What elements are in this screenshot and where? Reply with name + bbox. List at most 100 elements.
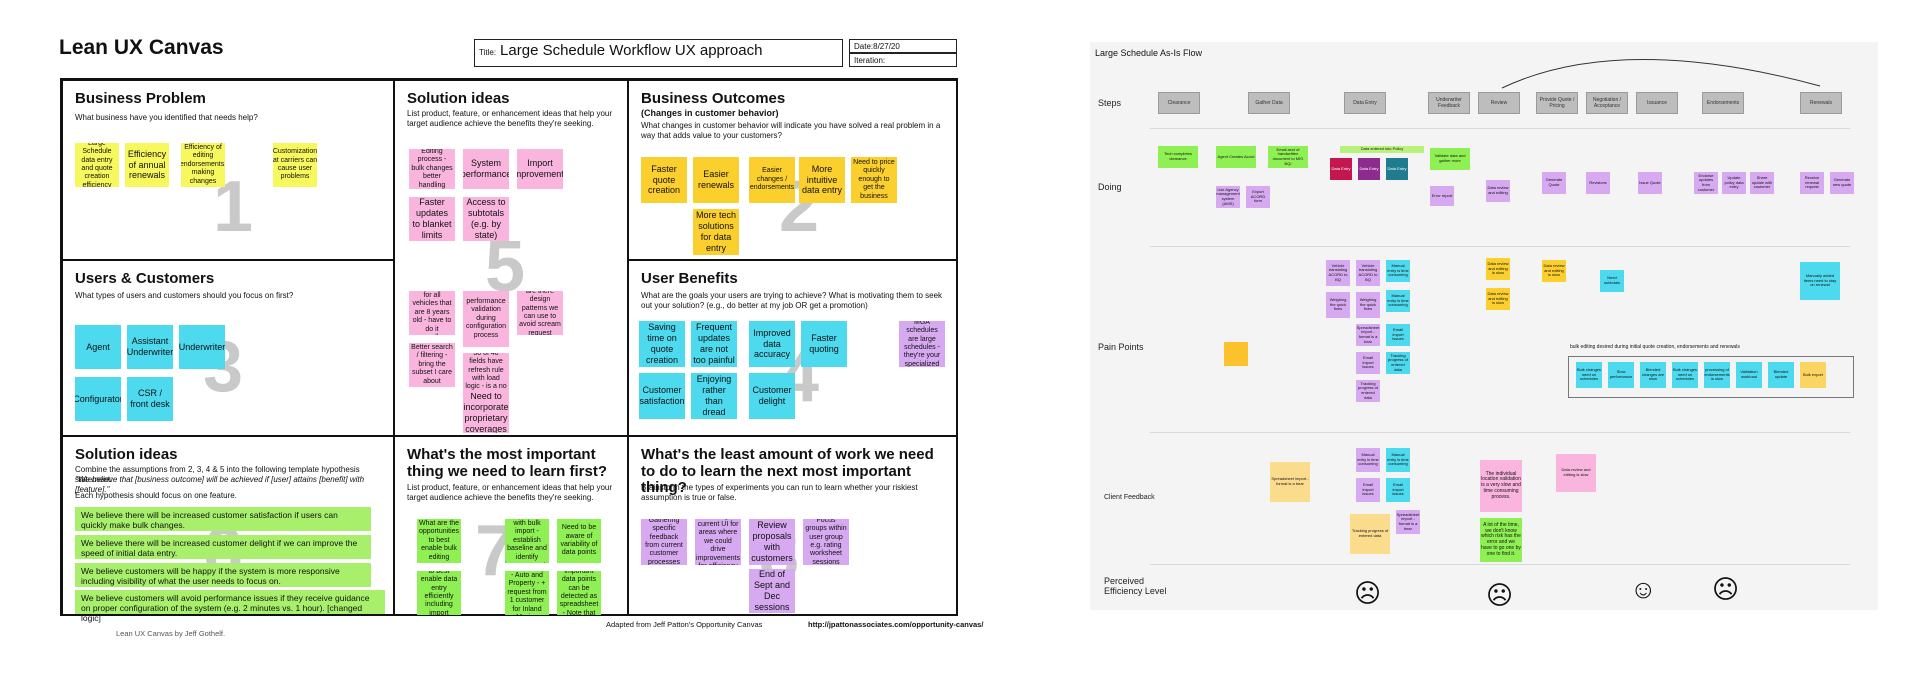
- sticky-note[interactable]: Saving time on quote creation: [639, 321, 685, 367]
- flow-sticky[interactable]: Generate new quote: [1830, 172, 1854, 194]
- flow-sticky[interactable]: Manual entry is time consuming: [1386, 290, 1410, 312]
- flow-sticky[interactable]: Error report: [1430, 186, 1454, 206]
- sticky-note[interactable]: System performance: [463, 149, 509, 189]
- sticky-note[interactable]: 30 of 40 fields have refresh rule with l…: [463, 353, 509, 397]
- flow-sticky[interactable]: Manual entry is time consuming: [1356, 448, 1380, 472]
- sticky-note[interactable]: Large Schedule data entry and quote crea…: [75, 143, 119, 187]
- sticky-note[interactable]: Smart import - not supported but key imp…: [557, 571, 601, 615]
- flow-sticky[interactable]: Data Entry: [1330, 158, 1352, 180]
- date-field[interactable]: Date:8/27/20: [849, 39, 957, 53]
- sticky-note[interactable]: Better search / filtering - bring the su…: [409, 343, 455, 387]
- flow-sticky[interactable]: Manually added items need to stay on ren…: [1800, 262, 1840, 300]
- flow-sticky[interactable]: Data review and editing is slow: [1542, 260, 1566, 282]
- flow-sticky[interactable]: Tech completes clearance: [1158, 146, 1198, 168]
- sticky-note[interactable]: Customer delight: [749, 373, 795, 419]
- sticky-note[interactable]: performance validation during configurat…: [463, 291, 509, 347]
- flow-sticky[interactable]: Data review and editing: [1486, 180, 1510, 202]
- sticky-note[interactable]: Customer satisfaction: [639, 373, 685, 419]
- flow-sticky[interactable]: Bulk changes need on schedules: [1672, 362, 1698, 388]
- feedback-sticky[interactable]: A lot of the time, we don't know which r…: [1480, 518, 1522, 562]
- sticky-note[interactable]: which LOBs - Auto and Property - + reque…: [505, 571, 549, 615]
- sticky-note[interactable]: Enjoying rather than dread: [691, 373, 737, 419]
- flow-sticky[interactable]: Vehicle translating ACORD to BQ: [1356, 260, 1380, 286]
- sticky-note[interactable]: to best enable data entry efficiently in…: [417, 571, 461, 615]
- feedback-sticky[interactable]: The individual location validation is a …: [1480, 460, 1522, 512]
- hypothesis-note[interactable]: We believe customers will avoid performa…: [75, 590, 385, 623]
- sticky-note[interactable]: Need to price quickly enough to get the …: [851, 157, 897, 203]
- sticky-note[interactable]: Need to incorporate proprietary coverage…: [463, 393, 509, 433]
- flow-sticky[interactable]: Agent Creates Acord: [1216, 146, 1256, 168]
- step-box[interactable]: Clearance: [1158, 92, 1200, 114]
- flow-sticky[interactable]: Data review and editing is slow: [1486, 258, 1510, 280]
- step-box[interactable]: Issuance: [1636, 92, 1678, 114]
- sticky-note[interactable]: Users 5 % of MGA schedules are large sch…: [899, 321, 945, 367]
- sticky-note[interactable]: Reviewing the current UI for areas where…: [695, 519, 741, 565]
- sticky-note[interactable]: Need to be aware of variability of data …: [557, 519, 601, 563]
- sticky-note[interactable]: are there design patterns we can use to …: [517, 291, 563, 335]
- sticky-note[interactable]: Faster updates to blanket limits: [409, 197, 455, 241]
- flow-sticky[interactable]: Vehicle translating ACORD to BQ: [1326, 260, 1350, 286]
- sticky-note[interactable]: Easier renewals: [693, 157, 739, 203]
- sticky-note[interactable]: Faster quote creation: [641, 157, 687, 203]
- sticky-note[interactable]: Try and users with bulk import - establi…: [505, 519, 549, 563]
- sticky-note[interactable]: What are the opportunities to best enabl…: [417, 519, 461, 563]
- flow-sticky[interactable]: Need subtotals: [1600, 270, 1624, 292]
- step-box[interactable]: Negotiation / Acceptance: [1586, 92, 1628, 114]
- flow-sticky[interactable]: Export ACORD form: [1246, 186, 1270, 208]
- flow-sticky[interactable]: Revisions: [1586, 172, 1610, 194]
- sticky-note[interactable]: Customization at carriers can cause user…: [273, 143, 317, 187]
- sticky-note[interactable]: Assistant Underwriter: [127, 325, 173, 369]
- step-box[interactable]: Provide Quote / Pricing: [1536, 92, 1578, 114]
- sticky-note[interactable]: More tech solutions for data entry: [693, 209, 739, 255]
- sticky-note[interactable]: Improved data accuracy: [749, 321, 795, 367]
- flow-sticky[interactable]: Email import issues: [1386, 478, 1410, 502]
- flow-sticky[interactable]: Weighing the quick fixes: [1356, 292, 1380, 318]
- flow-sticky[interactable]: Use Agency management system (AMS): [1216, 186, 1240, 208]
- flow-sticky[interactable]: Generate Quote: [1542, 172, 1566, 194]
- flow-sticky[interactable]: Tracking progress of entered data: [1356, 380, 1380, 402]
- flow-sticky[interactable]: Email acct of handwritten document to MI…: [1268, 146, 1308, 168]
- iteration-field[interactable]: Iteration:: [849, 53, 957, 67]
- step-box[interactable]: Review: [1478, 92, 1520, 114]
- sticky-note[interactable]: Efficiency of editing endorsements, maki…: [181, 143, 225, 187]
- hypothesis-note[interactable]: We believe there will be increased custo…: [75, 535, 371, 559]
- sticky-note[interactable]: Agent: [75, 325, 121, 369]
- step-box[interactable]: Gather Data: [1248, 92, 1290, 114]
- flow-sticky[interactable]: Slow performance: [1608, 362, 1634, 388]
- sticky-note[interactable]: Editing process - bulk changes better ha…: [409, 149, 455, 189]
- flow-sticky[interactable]: Endorse updates from customer: [1694, 172, 1718, 194]
- sticky-note[interactable]: Review proposals with customers: [749, 519, 795, 565]
- flow-sticky[interactable]: Weighing the quick fixes: [1326, 292, 1350, 318]
- sticky-note[interactable]: Gathering specific feedback from current…: [641, 519, 687, 565]
- hypothesis-note[interactable]: We believe there will be increased custo…: [75, 507, 371, 531]
- flow-sticky[interactable]: Share update with customer: [1750, 172, 1774, 194]
- sticky-note[interactable]: CSR / front desk: [127, 377, 173, 421]
- flow-sticky[interactable]: Manual entry is time consuming: [1386, 260, 1410, 282]
- step-box[interactable]: Renewals: [1800, 92, 1842, 114]
- sticky-note[interactable]: Change distinctions for all vehicles tha…: [409, 291, 455, 335]
- hypothesis-note[interactable]: We believe customers will be happy if th…: [75, 563, 371, 587]
- flow-sticky[interactable]: Tracking progress of entered data: [1386, 352, 1410, 374]
- flow-sticky[interactable]: Data Entry: [1358, 158, 1380, 180]
- flow-sticky[interactable]: Spreadsheet import - format is a bear: [1396, 510, 1420, 534]
- sticky-note[interactable]: Underwriter: [179, 325, 225, 369]
- flow-sticky[interactable]: Data review and editing is slow: [1556, 454, 1596, 492]
- flow-sticky[interactable]: Spreadsheet import - format is a bear: [1270, 462, 1310, 502]
- flow-sticky[interactable]: Validate data and gather more: [1430, 148, 1470, 170]
- flow-sticky[interactable]: Email import issues: [1356, 478, 1380, 502]
- flow-sticky[interactable]: Issue Quote: [1638, 172, 1662, 194]
- flow-sticky[interactable]: Manual entry is time consuming: [1386, 448, 1410, 472]
- flow-sticky[interactable]: Email import issues: [1386, 324, 1410, 346]
- sticky-note[interactable]: End of Sept and Dec sessions: [749, 569, 795, 613]
- sticky-note[interactable]: Access to subtotals (e.g. by state): [463, 197, 509, 241]
- flow-sticky[interactable]: Spreadsheet import - format is a bear: [1356, 324, 1380, 346]
- flow-sticky[interactable]: Bulk export: [1800, 362, 1826, 388]
- sticky-note[interactable]: Faster quoting: [801, 321, 847, 367]
- flow-sticky[interactable]: Validation workload: [1736, 362, 1762, 388]
- step-box[interactable]: Underwriter Feedback: [1428, 92, 1470, 114]
- flow-sticky[interactable]: Receive renewal request: [1800, 172, 1824, 194]
- sticky-note[interactable]: Configurator: [75, 377, 121, 421]
- sticky-note[interactable]: Easier changes / endorsements: [749, 157, 795, 203]
- title-box[interactable]: Title:Large Schedule Workflow UX approac…: [474, 39, 843, 67]
- flow-sticky[interactable]: Data Entry: [1386, 158, 1408, 180]
